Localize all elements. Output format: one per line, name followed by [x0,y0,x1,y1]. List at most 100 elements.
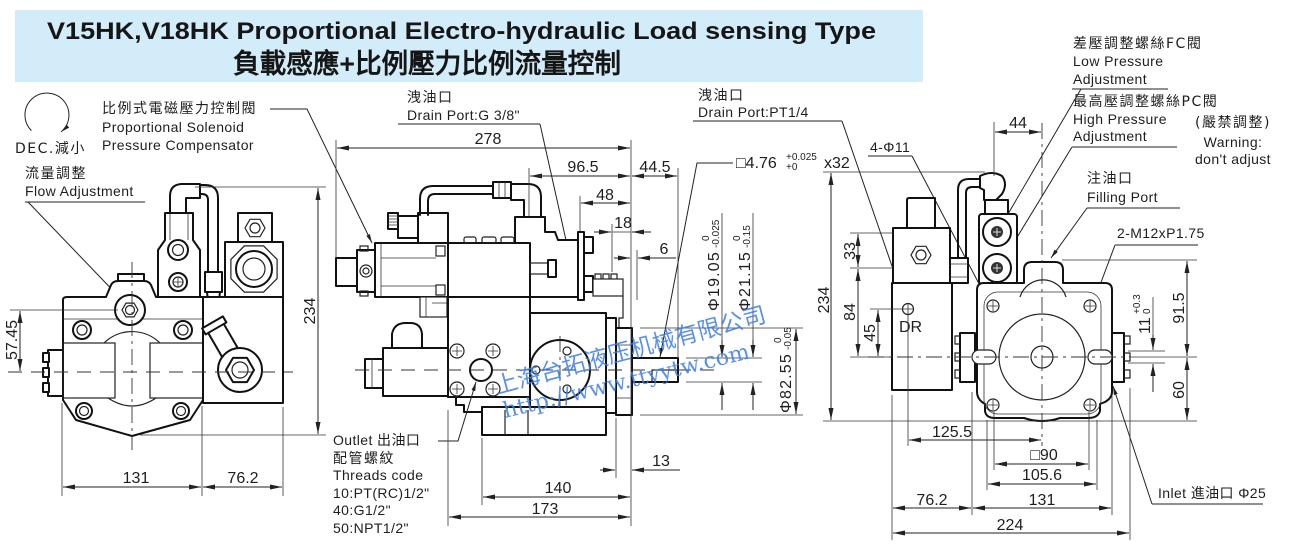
bolt-hole [1083,398,1097,412]
dim-96-5-label: 96.5 [567,159,598,176]
dim-45-label: 45 [862,324,879,342]
cross-mark [993,228,1001,236]
threads-label-en: Threads code [333,467,423,483]
tower-screw-core [171,243,185,257]
solenoid-cap [906,197,936,229]
pump-body-side-view [335,181,720,436]
bolt-core [177,324,189,336]
dim-44-5-label: 44.5 [639,159,670,176]
bolt [485,343,501,359]
elbow-fitting [979,172,1006,201]
fc-adjust-screw [982,217,1012,247]
dim-11-tol-upper: +0.3 [1132,294,1143,314]
left-view-dimensions: 234 57.45 131 76.2 [4,186,326,496]
outlet-leader-line [438,381,477,442]
dim-height-label: 234 [302,298,319,325]
flow-leader-line [27,201,125,303]
diameter-label: Φ82.55 [778,353,795,413]
shaft-dimensions: □4.76 +0.025 +0 x32 Φ19.05 -0.025 0 Φ21.… [640,152,850,416]
inlet-callout: Inlet 進油口 Φ25 [1112,385,1266,505]
filling-port-callout: 注油口 Filling Port [1050,171,1180,259]
diameter-tol-upper: 0 [701,235,712,241]
coil-connector-box [417,212,449,244]
coil-base [419,296,448,318]
title-english: V15HK,V18HK Proportional Electro-hydraul… [47,18,876,45]
warning-en-1: Warning: [1204,134,1263,150]
dim-125-5-label: 125.5 [932,424,972,441]
screw-boss [114,294,146,326]
pump-body-front-view: DR [868,123,1131,446]
front-view-dimensions: 44 234 33 84 45 91.5 60 11 0 +0.3 125.5 [816,115,1197,540]
solenoid-end-cap [364,358,384,389]
octagon-flange [230,245,278,293]
bolt-hole [1083,299,1097,313]
lower-solenoid [382,347,449,397]
pilot-pipe-inner [965,186,981,259]
bolt-holes-label: 4-Φ11 [870,139,910,155]
block-boss [481,236,497,244]
screw-core [124,304,136,316]
solenoid-dome [391,322,423,349]
solenoid-core [242,257,266,281]
dim-height-label: 234 [816,287,833,314]
pc-adjust-screw [982,253,1012,283]
solenoid-ring [235,250,273,288]
housing-bolts [72,320,193,420]
left-end-view: DEC.減小 比例式電磁壓力控制閥 Proportional Solenoid … [4,92,373,496]
filling-label-zh: 注油口 [1087,171,1134,187]
solenoid-connector [237,212,273,244]
dim-18-label: 18 [614,215,632,232]
flange-bolt [42,382,50,393]
key-callout: □4.76 +0.025 +0 x32 [659,152,850,358]
dim-173-label: 173 [532,501,559,518]
nut-core [249,222,261,234]
warning-zh: (嚴禁調整) [1195,115,1271,131]
pump-body-left-view [8,183,293,450]
hex-flat [359,290,369,297]
hex-nut-icon [910,245,932,265]
hex-nut-icon [225,356,255,384]
drain-label-en: Drain Port:PT1/4 [698,104,809,120]
drain-label-en: Drain Port:G 3/8" [407,107,520,123]
coil-tab [435,284,446,296]
pc-label-en-2: Adjustment [1073,128,1147,144]
fc-label-zh: 差壓調整螺絲FC閥 [1073,36,1202,52]
key-tol-upper: +0.025 [786,152,817,163]
bolt [449,343,465,359]
flow-label-en: Flow Adjustment [25,183,134,199]
housing-edge [618,296,624,328]
pilot-pipe-inner [199,193,209,273]
shaft-boss-arc [107,397,157,407]
adjust-screw-nut [547,259,557,278]
bolt [173,320,193,340]
dim-140-label: 140 [545,480,572,497]
dim-key-height: Φ21.15 -0.15 0 [732,213,756,410]
dim-body-width-label: 131 [123,470,150,487]
bolt-core [76,324,88,336]
fc-label-en-1: Low Pressure [1073,53,1163,69]
valve-nut-core [362,267,370,275]
diameter-tol-lower: -0.05 [783,327,794,350]
valve-end-cap [335,257,358,287]
rotation-arrow-icon [24,92,70,133]
coil-connector [397,215,419,239]
flow-label-zh: 流量調整 [25,166,87,182]
dim-33-label: 33 [842,242,859,260]
dim-pilot-diameter: Φ82.55 -0.05 0 [773,327,799,414]
side-fitting [592,278,624,297]
fc-label-en-2: Adjustment [1073,71,1147,87]
pc-label-en-1: High Pressure [1073,111,1167,127]
bolt-cross [988,301,998,311]
thread-code: 10:PT(RC)1/2" [333,485,430,501]
bolt-cross [1085,400,1095,410]
bolt-cross [1085,301,1095,311]
warning-en-2: don't adjust [1195,151,1271,167]
adjuster-cap [117,273,145,282]
block-boss [463,236,477,244]
hex-nut-icon [244,218,266,238]
valve-nut [359,264,373,278]
elbow-fitting [510,183,542,218]
dim-13-label: 13 [652,453,670,470]
hex-head-icon [121,302,139,318]
